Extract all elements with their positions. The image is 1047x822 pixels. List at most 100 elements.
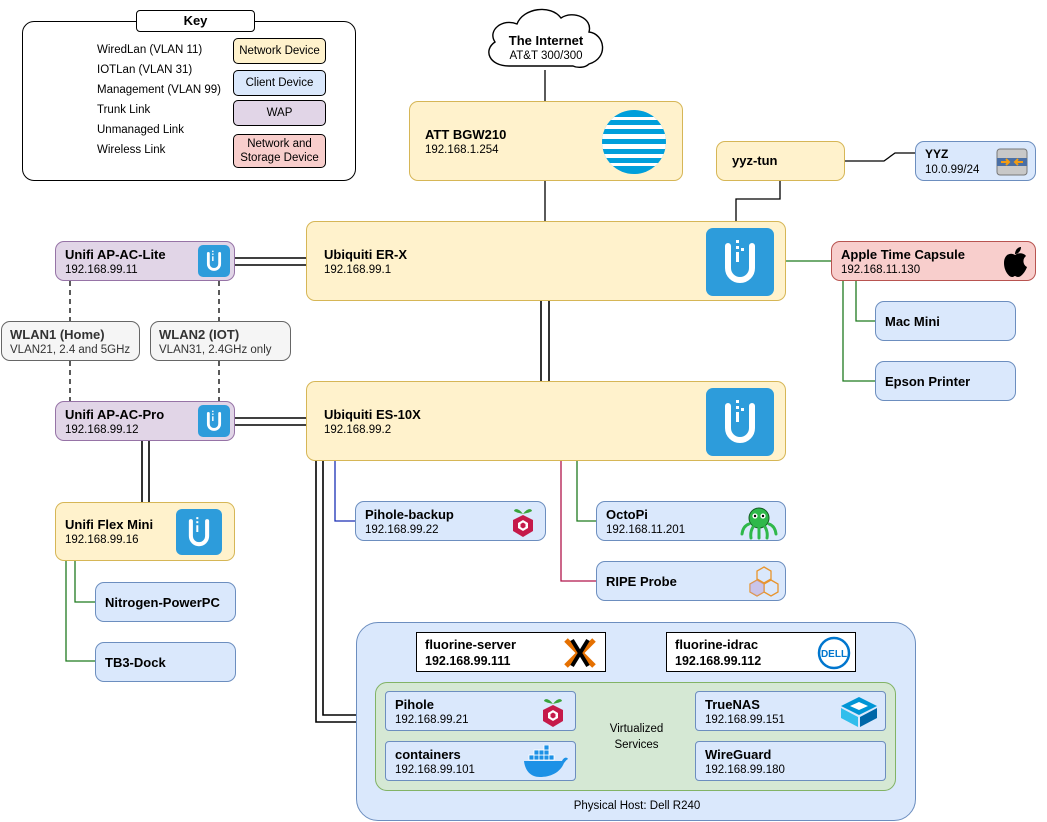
wlan1-name: WLAN1 (Home) bbox=[10, 327, 105, 342]
virtualized-services-caption: Virtualized Services bbox=[609, 723, 664, 751]
legend-title: Key bbox=[136, 10, 255, 32]
pihole-backup-node[interactable]: Pihole-backup 192.168.99.22 bbox=[355, 501, 546, 541]
pihole-backup-ip: 192.168.99.22 bbox=[365, 524, 439, 536]
containers-node[interactable]: containers 192.168.99.101 bbox=[385, 741, 576, 781]
legend-wap-swatch: WAP bbox=[233, 100, 326, 126]
es10x-name: Ubiquiti ES-10X bbox=[324, 407, 421, 422]
legend-iotlan-label: IOTLan (VLAN 31) bbox=[97, 64, 193, 76]
ubiquiti-logo-icon bbox=[198, 405, 230, 437]
legend-management-label: Management (VLAN 99) bbox=[97, 84, 222, 96]
fluorine-idrac-ip: 192.168.99.112 bbox=[675, 654, 762, 668]
mac-mini-name: Mac Mini bbox=[885, 314, 940, 329]
wireguard-node[interactable]: WireGuard 192.168.99.180 bbox=[695, 741, 886, 781]
es10x-switch-node[interactable]: Ubiquiti ES-10X 192.168.99.2 bbox=[306, 381, 786, 461]
erx-name: Ubiquiti ER-X bbox=[324, 247, 408, 262]
nitrogen-node[interactable]: Nitrogen-PowerPC bbox=[95, 582, 236, 622]
ap-lite-ip: 192.168.99.11 bbox=[65, 264, 138, 276]
proxmox-icon bbox=[564, 638, 596, 668]
yyz-tun-name: yyz-tun bbox=[732, 153, 778, 168]
mac-mini-node[interactable]: Mac Mini bbox=[875, 301, 1016, 341]
fluorine-server-name: fluorine-server bbox=[425, 637, 517, 652]
pihole-backup-name: Pihole-backup bbox=[365, 507, 454, 522]
fluorine-server-ip: 192.168.99.111 bbox=[425, 654, 511, 668]
link-flex-tb3 bbox=[65, 561, 95, 662]
yyz-ip: 10.0.99/24 bbox=[925, 164, 980, 176]
epson-printer-name: Epson Printer bbox=[885, 374, 971, 389]
link-yyztun-erx bbox=[735, 181, 781, 221]
legend-wiredlan-label: WiredLan (VLAN 11) bbox=[97, 44, 203, 56]
att-gateway-ip: 192.168.1.254 bbox=[425, 144, 499, 156]
att-gateway-node[interactable]: ATT BGW210 192.168.1.254 bbox=[409, 101, 683, 181]
ap-lite-name: Unifi AP-AC-Lite bbox=[65, 247, 166, 262]
ap-lite-node[interactable]: Unifi AP-AC-Lite 192.168.99.11 bbox=[55, 241, 235, 281]
nitrogen-name: Nitrogen-PowerPC bbox=[105, 595, 220, 610]
internet-title: The Internet bbox=[508, 33, 584, 48]
ubiquiti-logo-icon bbox=[198, 245, 230, 277]
tunnel-icon bbox=[996, 148, 1028, 176]
octopi-name: OctoPi bbox=[606, 507, 648, 522]
ap-pro-ip: 192.168.99.12 bbox=[65, 424, 139, 436]
ripe-cubes-icon bbox=[749, 566, 779, 597]
docker-whale-icon bbox=[524, 745, 568, 777]
pihole-name: Pihole bbox=[395, 697, 435, 712]
erx-ip: 192.168.99.1 bbox=[324, 264, 392, 276]
octopus-icon bbox=[740, 507, 778, 540]
raspberry-pi-icon bbox=[543, 699, 563, 727]
link-yyztun-yyz bbox=[845, 152, 915, 162]
fluorine-idrac-name: fluorine-idrac bbox=[675, 637, 759, 652]
legend-storage-device-swatch: Network and Storage Device bbox=[233, 134, 326, 168]
internet-detail: AT&T 300/300 bbox=[509, 50, 583, 62]
flex-mini-ip: 192.168.99.16 bbox=[65, 534, 139, 546]
tb3-dock-node[interactable]: TB3-Dock bbox=[95, 642, 236, 682]
legend-unmanaged-label: Unmanaged Link bbox=[97, 124, 184, 136]
time-capsule-node[interactable]: Apple Time Capsule 192.168.11.130 bbox=[831, 241, 1036, 281]
flex-mini-name: Unifi Flex Mini bbox=[65, 517, 154, 532]
yyz-node[interactable]: YYZ 10.0.99/24 bbox=[915, 141, 1036, 181]
erx-router-node[interactable]: Ubiquiti ER-X 192.168.99.1 bbox=[306, 221, 786, 301]
raspberry-pi-icon bbox=[513, 509, 533, 537]
yyz-tun-node[interactable]: yyz-tun bbox=[716, 141, 845, 181]
ubiquiti-logo-icon bbox=[176, 509, 222, 555]
truenas-ip: 192.168.99.151 bbox=[705, 714, 785, 726]
truenas-name: TrueNAS bbox=[705, 697, 760, 712]
ap-pro-name: Unifi AP-AC-Pro bbox=[65, 407, 165, 422]
wlan2-name: WLAN2 (IOT) bbox=[159, 327, 240, 342]
flex-mini-node[interactable]: Unifi Flex Mini 192.168.99.16 bbox=[55, 502, 235, 561]
ap-pro-node[interactable]: Unifi AP-AC-Pro 192.168.99.12 bbox=[55, 401, 235, 441]
wlan1-node[interactable]: WLAN1 (Home) VLAN21, 2.4 and 5GHz bbox=[1, 321, 140, 361]
trunk-es-host-a bbox=[315, 461, 356, 723]
fluorine-server-node[interactable]: fluorine-server 192.168.99.111 bbox=[416, 632, 606, 672]
wireguard-name: WireGuard bbox=[705, 747, 772, 762]
yyz-name: YYZ bbox=[925, 147, 949, 161]
att-globe-icon bbox=[602, 110, 666, 174]
link-tc-macmini bbox=[855, 281, 875, 322]
legend-wireless-label: Wireless Link bbox=[97, 144, 166, 156]
time-capsule-ip: 192.168.11.130 bbox=[841, 264, 921, 276]
truenas-icon bbox=[841, 697, 877, 727]
tb3-dock-name: TB3-Dock bbox=[105, 655, 166, 670]
wlan2-detail: VLAN31, 2.4GHz only bbox=[159, 344, 272, 356]
fluorine-idrac-node[interactable]: fluorine-idrac 192.168.99.112 DELL bbox=[666, 632, 856, 672]
legend-trunk-label: Trunk Link bbox=[97, 104, 151, 116]
containers-name: containers bbox=[395, 747, 461, 762]
epson-printer-node[interactable]: Epson Printer bbox=[875, 361, 1016, 401]
link-es-ripe bbox=[560, 461, 596, 582]
ubiquiti-logo-icon bbox=[706, 228, 774, 296]
att-gateway-name: ATT BGW210 bbox=[425, 127, 507, 142]
pihole-node[interactable]: Pihole 192.168.99.21 bbox=[385, 691, 576, 731]
svg-text:DELL: DELL bbox=[821, 649, 847, 660]
legend-client-device-swatch: Client Device bbox=[233, 70, 326, 96]
dell-logo-icon: DELL bbox=[817, 636, 851, 670]
trunk-es-host-b bbox=[322, 461, 356, 716]
octopi-node[interactable]: OctoPi 192.168.11.201 bbox=[596, 501, 786, 541]
time-capsule-name: Apple Time Capsule bbox=[841, 247, 966, 262]
link-flex-nitrogen bbox=[74, 561, 95, 603]
truenas-node[interactable]: TrueNAS 192.168.99.151 bbox=[695, 691, 886, 731]
ripe-probe-node[interactable]: RIPE Probe bbox=[596, 561, 786, 601]
wlan2-node[interactable]: WLAN2 (IOT) VLAN31, 2.4GHz only bbox=[150, 321, 291, 361]
containers-ip: 192.168.99.101 bbox=[395, 764, 475, 776]
link-es-piholebackup bbox=[334, 461, 355, 522]
wlan1-detail: VLAN21, 2.4 and 5GHz bbox=[10, 344, 131, 356]
cloud-icon bbox=[488, 8, 604, 69]
